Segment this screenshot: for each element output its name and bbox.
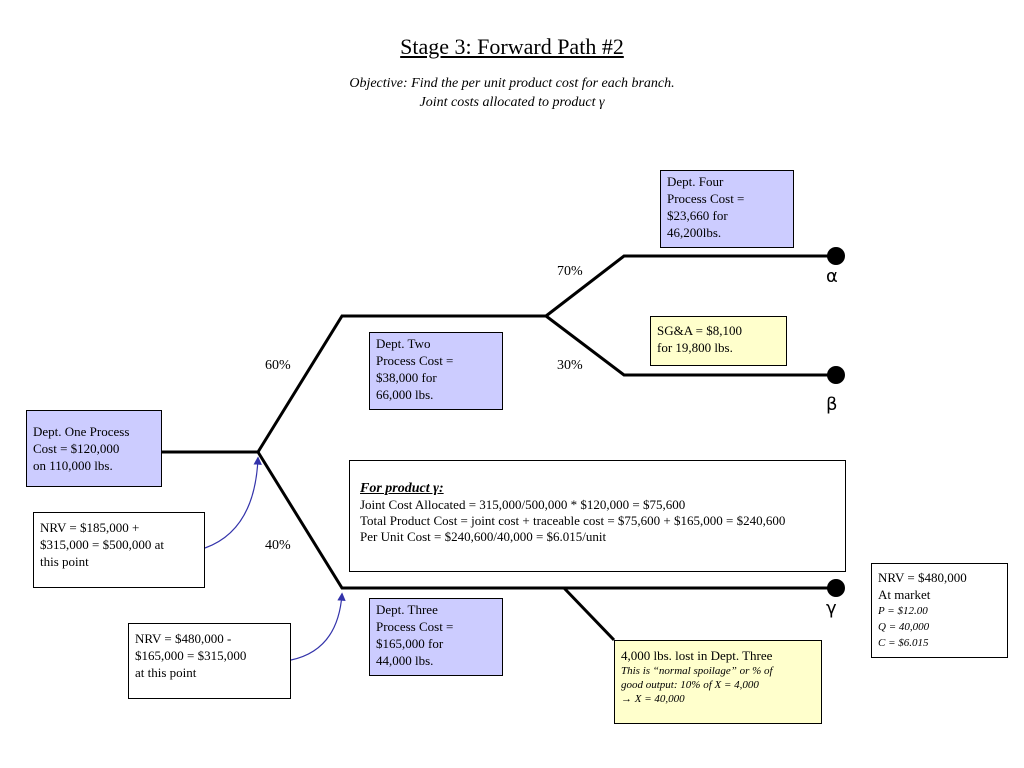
- path-upper-branch: [256, 314, 546, 453]
- nrv-split1-line: this point: [40, 554, 89, 569]
- dept-three-line: Dept. Three: [376, 602, 438, 617]
- arrow-nrv-split2: [290, 592, 346, 661]
- dept-three-line: $165,000 for: [376, 636, 444, 651]
- gamma-label: γ: [826, 598, 837, 619]
- dept-four-line: Dept. Four: [667, 174, 724, 189]
- dept-two-line: 66,000 lbs.: [376, 387, 434, 402]
- sga-box: SG&A = $8,100 for 19,800 lbs.: [650, 316, 787, 366]
- dept-two-line: Process Cost =: [376, 353, 454, 368]
- pct-60-label: 60%: [265, 358, 291, 373]
- node-alpha: [827, 247, 845, 265]
- node-gamma: [827, 579, 845, 597]
- pct-70-label: 70%: [557, 264, 583, 279]
- sga-line: for 19,800 lbs.: [657, 340, 733, 355]
- dept-one-line: Cost = $120,000: [33, 441, 120, 456]
- pct-30-label: 30%: [557, 358, 583, 373]
- nrv-market-line: P = $12.00: [878, 605, 928, 617]
- product-gamma-line: Joint Cost Allocated = 315,000/500,000 *…: [360, 497, 686, 512]
- path-alpha: [545, 254, 836, 318]
- product-gamma-heading: For product γ:: [360, 481, 444, 496]
- dept-three-line: 44,000 lbs.: [376, 653, 434, 668]
- subtitle-line-2: Joint costs allocated to product γ: [419, 95, 605, 110]
- product-gamma-line: Per Unit Cost = $240,600/40,000 = $6.015…: [360, 529, 607, 544]
- dept-one-line: on 110,000 lbs.: [33, 458, 113, 473]
- dept-three-box: Dept. Three Process Cost = $165,000 for …: [369, 598, 503, 676]
- nrv-market-line: Q = 40,000: [878, 621, 930, 633]
- nrv-split2-box: NRV = $480,000 - $165,000 = $315,000 at …: [128, 623, 291, 699]
- spoilage-line: This is “normal spoilage” or % of: [621, 665, 773, 677]
- path-lower-branch: [256, 451, 836, 590]
- nrv-split1-box: NRV = $185,000 + $315,000 = $500,000 at …: [33, 512, 205, 588]
- alpha-label: α: [826, 266, 838, 287]
- nrv-market-line: C = $6.015: [878, 637, 929, 649]
- nrv-market-line: NRV = $480,000: [878, 570, 967, 585]
- subtitle-line-1: Objective: Find the per unit product cos…: [349, 76, 675, 91]
- nrv-market-line: At market: [878, 587, 931, 602]
- dept-four-box: Dept. Four Process Cost = $23,660 for 46…: [660, 170, 794, 248]
- page-subtitle: Objective: Find the per unit product cos…: [0, 74, 1024, 112]
- dept-two-box: Dept. Two Process Cost = $38,000 for 66,…: [369, 332, 503, 410]
- nrv-split2-line: $165,000 = $315,000: [135, 648, 247, 663]
- nrv-market-box: NRV = $480,000 At market P = $12.00 Q = …: [871, 563, 1008, 658]
- spoilage-line: → X = 40,000: [621, 693, 685, 705]
- page-title: Stage 3: Forward Path #2: [400, 34, 624, 59]
- product-gamma-line: Total Product Cost = joint cost + tracea…: [360, 513, 786, 528]
- beta-label: β: [826, 394, 838, 415]
- path-spoilage: [562, 586, 616, 642]
- path-beta: [545, 314, 836, 377]
- dept-one-box: Dept. One Process Cost = $120,000 on 110…: [26, 410, 162, 487]
- dept-two-line: $38,000 for: [376, 370, 437, 385]
- pct-40-label: 40%: [265, 538, 291, 553]
- dept-three-line: Process Cost =: [376, 619, 454, 634]
- dept-one-line: Dept. One Process: [33, 424, 130, 439]
- spoilage-line: 4,000 lbs. lost in Dept. Three: [621, 648, 773, 663]
- nrv-split1-line: NRV = $185,000 +: [40, 520, 140, 535]
- dept-four-line: 46,200lbs.: [667, 225, 722, 240]
- dept-two-line: Dept. Two: [376, 336, 431, 351]
- product-gamma-box: For product γ: Joint Cost Allocated = 31…: [349, 460, 846, 572]
- arrow-nrv-split1: [204, 456, 262, 549]
- nrv-split2-line: NRV = $480,000 -: [135, 631, 232, 646]
- nrv-split2-line: at this point: [135, 665, 197, 680]
- spoilage-box: 4,000 lbs. lost in Dept. Three This is “…: [614, 640, 822, 724]
- dept-four-line: $23,660 for: [667, 208, 728, 223]
- sga-line: SG&A = $8,100: [657, 323, 742, 338]
- dept-four-line: Process Cost =: [667, 191, 745, 206]
- spoilage-line: good output: 10% of X = 4,000: [621, 679, 759, 691]
- nrv-split1-line: $315,000 = $500,000 at: [40, 537, 164, 552]
- node-beta: [827, 366, 845, 384]
